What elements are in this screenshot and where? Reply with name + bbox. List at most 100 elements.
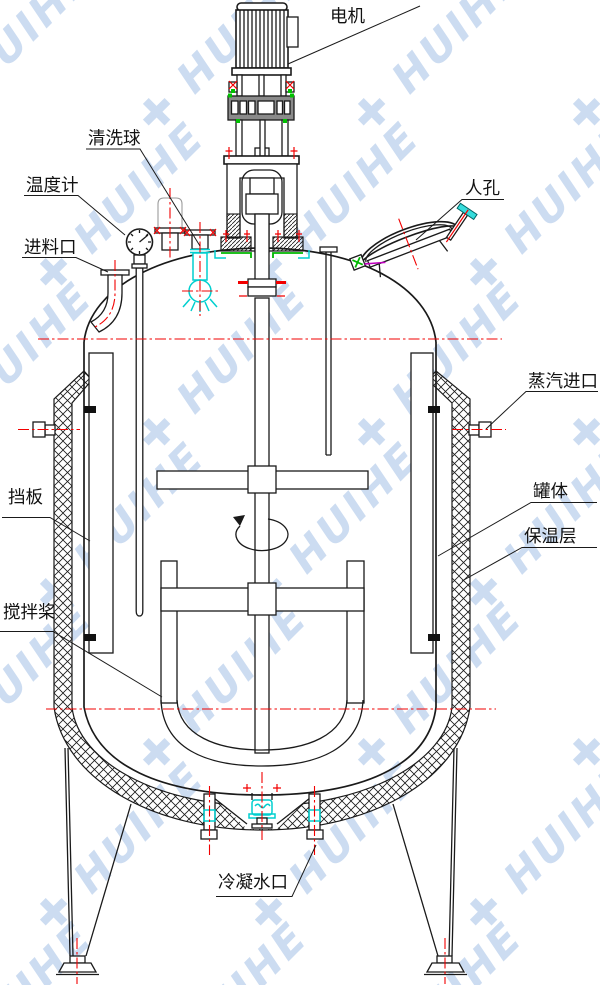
hinge-mark-magenta: [364, 261, 386, 265]
feed-elbow-pipe: [90, 274, 123, 333]
baffle-bracket: [428, 634, 440, 641]
cleaning-ball-assembly: [182, 222, 218, 316]
flange-bolt-marks: [225, 147, 298, 159]
bolt-marks: [183, 228, 217, 237]
baffle-left: [88, 352, 114, 654]
seal-bolt-marks: [223, 230, 302, 242]
jacket-nozzle-left: [18, 421, 80, 438]
stand-leg: [280, 74, 287, 97]
label-cleaning-ball: 清洗球: [88, 128, 141, 148]
dip-tube-pipe: [325, 252, 332, 456]
lantern-leg: [235, 119, 243, 157]
discharge-stub: [251, 793, 273, 800]
inner-coupling-bottom: [247, 286, 277, 297]
leader-insulation-layer: [461, 547, 597, 582]
watermark-text: ✚ HUIHE: [342, 272, 532, 462]
anchor-post-left: [160, 560, 178, 704]
seal-flange-left: [220, 236, 252, 252]
leader-steam-inlet: [485, 391, 598, 430]
coupling-mark: [276, 281, 286, 284]
seal-bracket-cyan: [214, 250, 310, 259]
manhole-assembly: [348, 202, 478, 278]
reducer-window: [283, 100, 291, 115]
seal-gasket-green: [221, 252, 303, 258]
label-condensate-outlet: 冷凝水口: [218, 872, 288, 892]
leg-left: [64, 747, 132, 957]
manhole-neck: [378, 239, 449, 278]
gasket-mark: [228, 93, 232, 98]
swing-bolt: [445, 202, 478, 243]
baffles: [84, 352, 440, 654]
gasket-mark: [231, 89, 235, 93]
label-tank-body: 罐体: [533, 481, 568, 501]
coupling-mark: [238, 281, 248, 284]
reducer-window: [230, 100, 239, 115]
label-feed-inlet: 进料口: [24, 237, 77, 257]
leader-tank-body: [437, 502, 597, 557]
leader-baffle: [2, 517, 91, 542]
mount-flange: [223, 155, 300, 165]
watermark-text: ✚ HUIHE: [557, 592, 600, 782]
reducer-window: [239, 100, 248, 115]
motor-fins: [239, 10, 285, 68]
steam-inlet-nozzle: [452, 421, 506, 438]
agitator: [156, 297, 369, 767]
thermometer-stem: [133, 254, 146, 265]
drive-train: [214, 2, 310, 297]
label-agitator-paddle: 搅拌桨: [3, 602, 56, 622]
reducer-window: [257, 100, 275, 115]
leader-cleaning-ball: [86, 148, 201, 247]
feed-inlet-nozzle: [90, 260, 130, 333]
bottom-cone-lines: [213, 797, 311, 825]
watermark-text: ✚ HUIHE: [127, 592, 317, 782]
agitator-shaft: [254, 297, 270, 754]
watermark-text: ✚ HUIHE: [0, 0, 102, 142]
leader-thermometer: [24, 195, 126, 236]
thermometer-nut: [131, 263, 148, 269]
label-steam-inlet: 蒸汽进口: [528, 371, 598, 391]
motor-terminal-box: [286, 16, 299, 48]
labels: 电机 清洗球 温度计 进料口 人孔 蒸汽进口 罐体 保温层 挡板 搅拌桨 冷凝水…: [0, 5, 598, 897]
label-insulation-layer: 保温层: [524, 526, 577, 546]
support-legs: [56, 747, 467, 984]
dip-tube-flange: [319, 246, 338, 253]
label-baffle: 挡板: [8, 487, 43, 507]
thermometer-probe: [135, 267, 144, 617]
baffle-bracket: [84, 634, 96, 641]
anchor-u-inner: [176, 699, 348, 751]
baffle-bracket: [84, 406, 96, 413]
seal-column: [283, 213, 298, 239]
inner-coupling-top: [247, 278, 277, 288]
bottom-discharge-valve: [243, 772, 281, 840]
dial-needle: [139, 234, 149, 243]
watermark-text: ✚ HUIHE: [127, 272, 317, 462]
stand-leg: [258, 74, 265, 97]
condensate-nozzles: [200, 786, 324, 855]
gasket-mark: [290, 93, 294, 98]
reducer-window: [276, 100, 284, 115]
label-motor: 电机: [330, 6, 365, 26]
baffle-right: [410, 352, 434, 654]
reducer-window: [247, 100, 256, 115]
dip-tube: [319, 246, 338, 456]
anchor-u-outer: [160, 699, 364, 767]
upper-paddle-hub: [247, 465, 277, 494]
leader-condensate-outlet: [216, 844, 317, 897]
gasket-mark: [236, 119, 240, 123]
leader-agitator-paddle: [0, 631, 163, 698]
swing-bolt-centerline: [445, 209, 469, 243]
discharge-valve-wave: [254, 803, 271, 809]
label-thermometer: 温度计: [26, 175, 79, 195]
manhole-centerline: [398, 218, 419, 270]
watermark-text: ✚ HUIHE: [557, 0, 600, 142]
motor-base-plate: [231, 67, 292, 76]
watermark-text: ✚ HUIHE: [454, 752, 600, 942]
anchor-hub: [247, 582, 277, 616]
watermark-text: ✚ HUIHE: [342, 0, 532, 142]
bolt-marks: [228, 80, 295, 90]
watermark-text: ✚ HUIHE: [557, 912, 600, 985]
watermark-text: ✚ HUIHE: [127, 912, 317, 985]
lantern-leg: [281, 119, 289, 157]
